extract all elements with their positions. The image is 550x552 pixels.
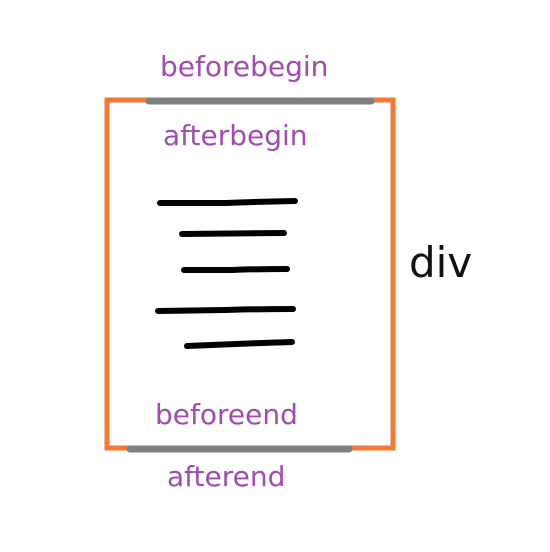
afterbegin-label: afterbegin — [163, 119, 308, 152]
content-lines — [155, 198, 298, 349]
div-label: div — [409, 238, 473, 287]
div-box — [104, 97, 396, 451]
afterend-label: afterend — [167, 460, 286, 493]
content-line-2 — [179, 230, 287, 237]
content-line-5 — [184, 339, 295, 349]
content-line-3 — [181, 266, 290, 273]
beforeend-label: beforeend — [155, 398, 298, 431]
beforebegin-label: beforebegin — [160, 50, 329, 83]
content-line-1 — [157, 198, 298, 206]
content-line-4 — [155, 306, 296, 314]
